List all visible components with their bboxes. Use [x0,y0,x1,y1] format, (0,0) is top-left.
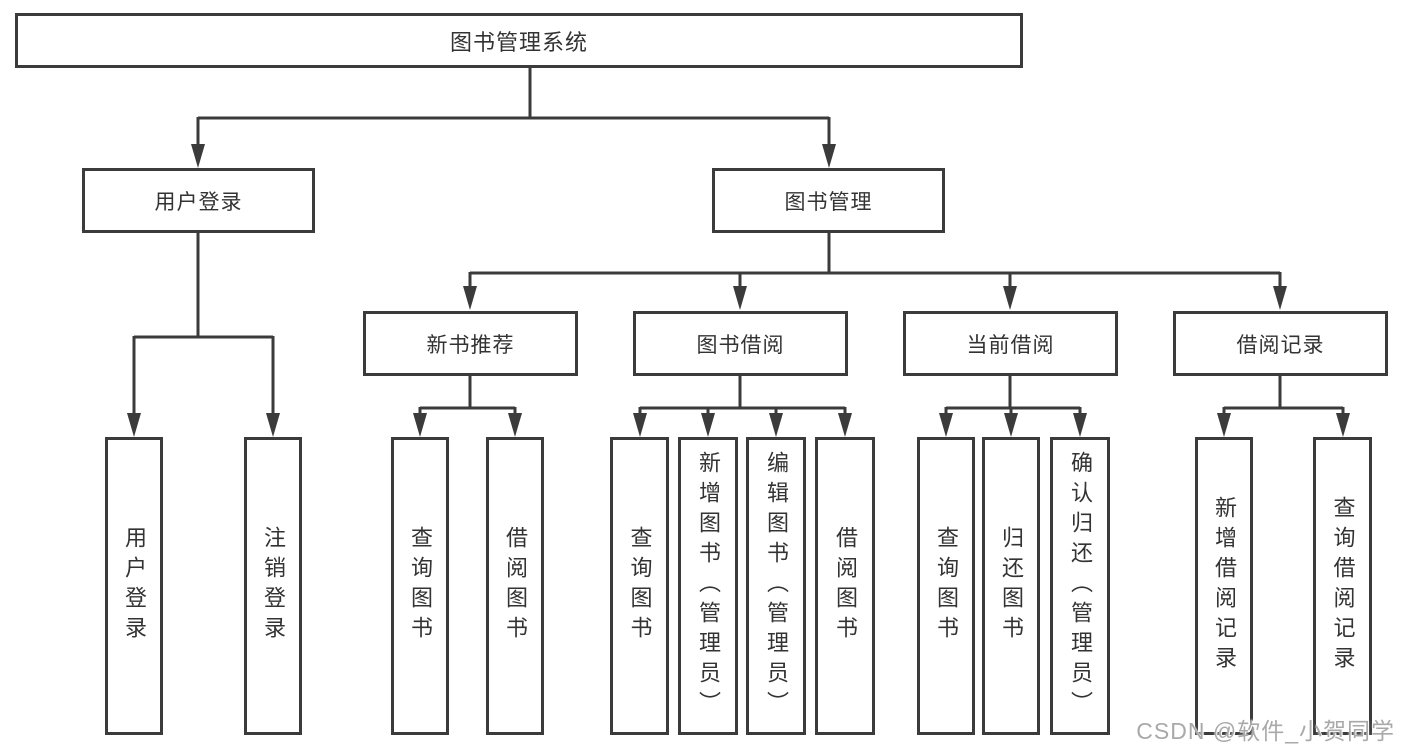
connector-user-login-to-leaves [127,233,280,437]
arrow-down-icon [939,413,953,437]
leaf-query-borrow-record: 查询借阅记录 [1313,437,1372,735]
connector-root-to-level2 [191,68,836,168]
leaf-return-books: 归还图书 [982,437,1040,735]
leaf-add-borrow-record: 新增借阅记录 [1195,437,1253,735]
leaf-query-books-2: 查询图书 [610,437,669,735]
arrow-down-icon [463,286,477,310]
arrow-down-icon [1003,286,1017,310]
leaf-logout: 注销登录 [244,437,302,735]
leaf-confirm-return-admin: 确认归还（管理员） [1050,437,1110,735]
node-label: 图书借阅 [696,333,785,357]
node-label: 图书管理 [784,190,873,214]
leaf-borrow-books-2: 借阅图书 [815,437,875,735]
csdn-watermark: CSDN @软件_小贺同学 [1136,718,1395,744]
arrow-down-icon [633,413,647,437]
arrow-down-icon [1073,413,1087,437]
arrow-down-icon [1217,413,1231,437]
leaf-query-books-1: 查询图书 [391,437,449,735]
node-label: 确认归还（管理员） [1068,451,1093,721]
connector-book-borrow-to-leaves [633,376,852,437]
node-label: 图书管理系统 [449,29,588,55]
arrow-down-icon [769,413,783,437]
leaf-query-books-3: 查询图书 [917,437,975,735]
node-label: 用户登录 [122,526,147,646]
node-label: 查询图书 [627,526,653,646]
node-label: 查询借阅记录 [1330,496,1356,676]
node-label: 当前借阅 [966,333,1055,357]
node-label: 归还图书 [999,526,1024,646]
arrow-down-icon [701,413,715,437]
arrow-down-icon [1336,413,1350,437]
node-label: 用户登录 [154,190,243,214]
arrow-down-icon [838,413,852,437]
node-label: 查询图书 [934,526,959,646]
arrow-down-icon [1273,286,1287,310]
arrow-down-icon [191,144,205,168]
connector-borrow-records-to-leaves [1217,376,1350,437]
node-label: 新书推荐 [426,333,515,357]
connector-book-mgmt-to-level3 [463,233,1287,310]
node-label: 借阅记录 [1236,333,1325,357]
node-book-management-branch: 图书管理 [712,168,945,233]
leaf-borrow-books-1: 借阅图书 [486,437,544,735]
node-root-system: 图书管理系统 [15,13,1023,68]
leaf-user-login: 用户登录 [105,437,163,735]
arrow-down-icon [733,286,747,310]
connector-new-book-rec-to-leaves [413,376,522,437]
arrow-down-icon [127,413,141,437]
node-label: 借阅图书 [503,526,528,646]
node-current-borrow: 当前借阅 [903,311,1118,376]
arrow-down-icon [822,144,836,168]
arrow-down-icon [413,413,427,437]
arrow-down-icon [508,413,522,437]
node-label: 借阅图书 [833,526,858,646]
node-label: 注销登录 [261,526,286,646]
arrow-down-icon [1004,413,1018,437]
node-borrow-records: 借阅记录 [1173,311,1388,376]
leaf-add-books-admin: 新增图书（管理员） [678,437,738,735]
connector-current-borrow-to-leaves [939,376,1087,437]
node-label: 新增图书（管理员） [696,451,721,721]
leaf-edit-books-admin: 编辑图书（管理员） [746,437,806,735]
arrow-down-icon [266,413,280,437]
node-label: 新增借阅记录 [1212,496,1237,676]
node-new-book-recommend: 新书推荐 [363,311,578,376]
node-label: 查询图书 [408,526,433,646]
node-label: 编辑图书（管理员） [764,451,789,721]
node-user-login-branch: 用户登录 [82,168,315,233]
node-book-borrow: 图书借阅 [633,311,848,376]
